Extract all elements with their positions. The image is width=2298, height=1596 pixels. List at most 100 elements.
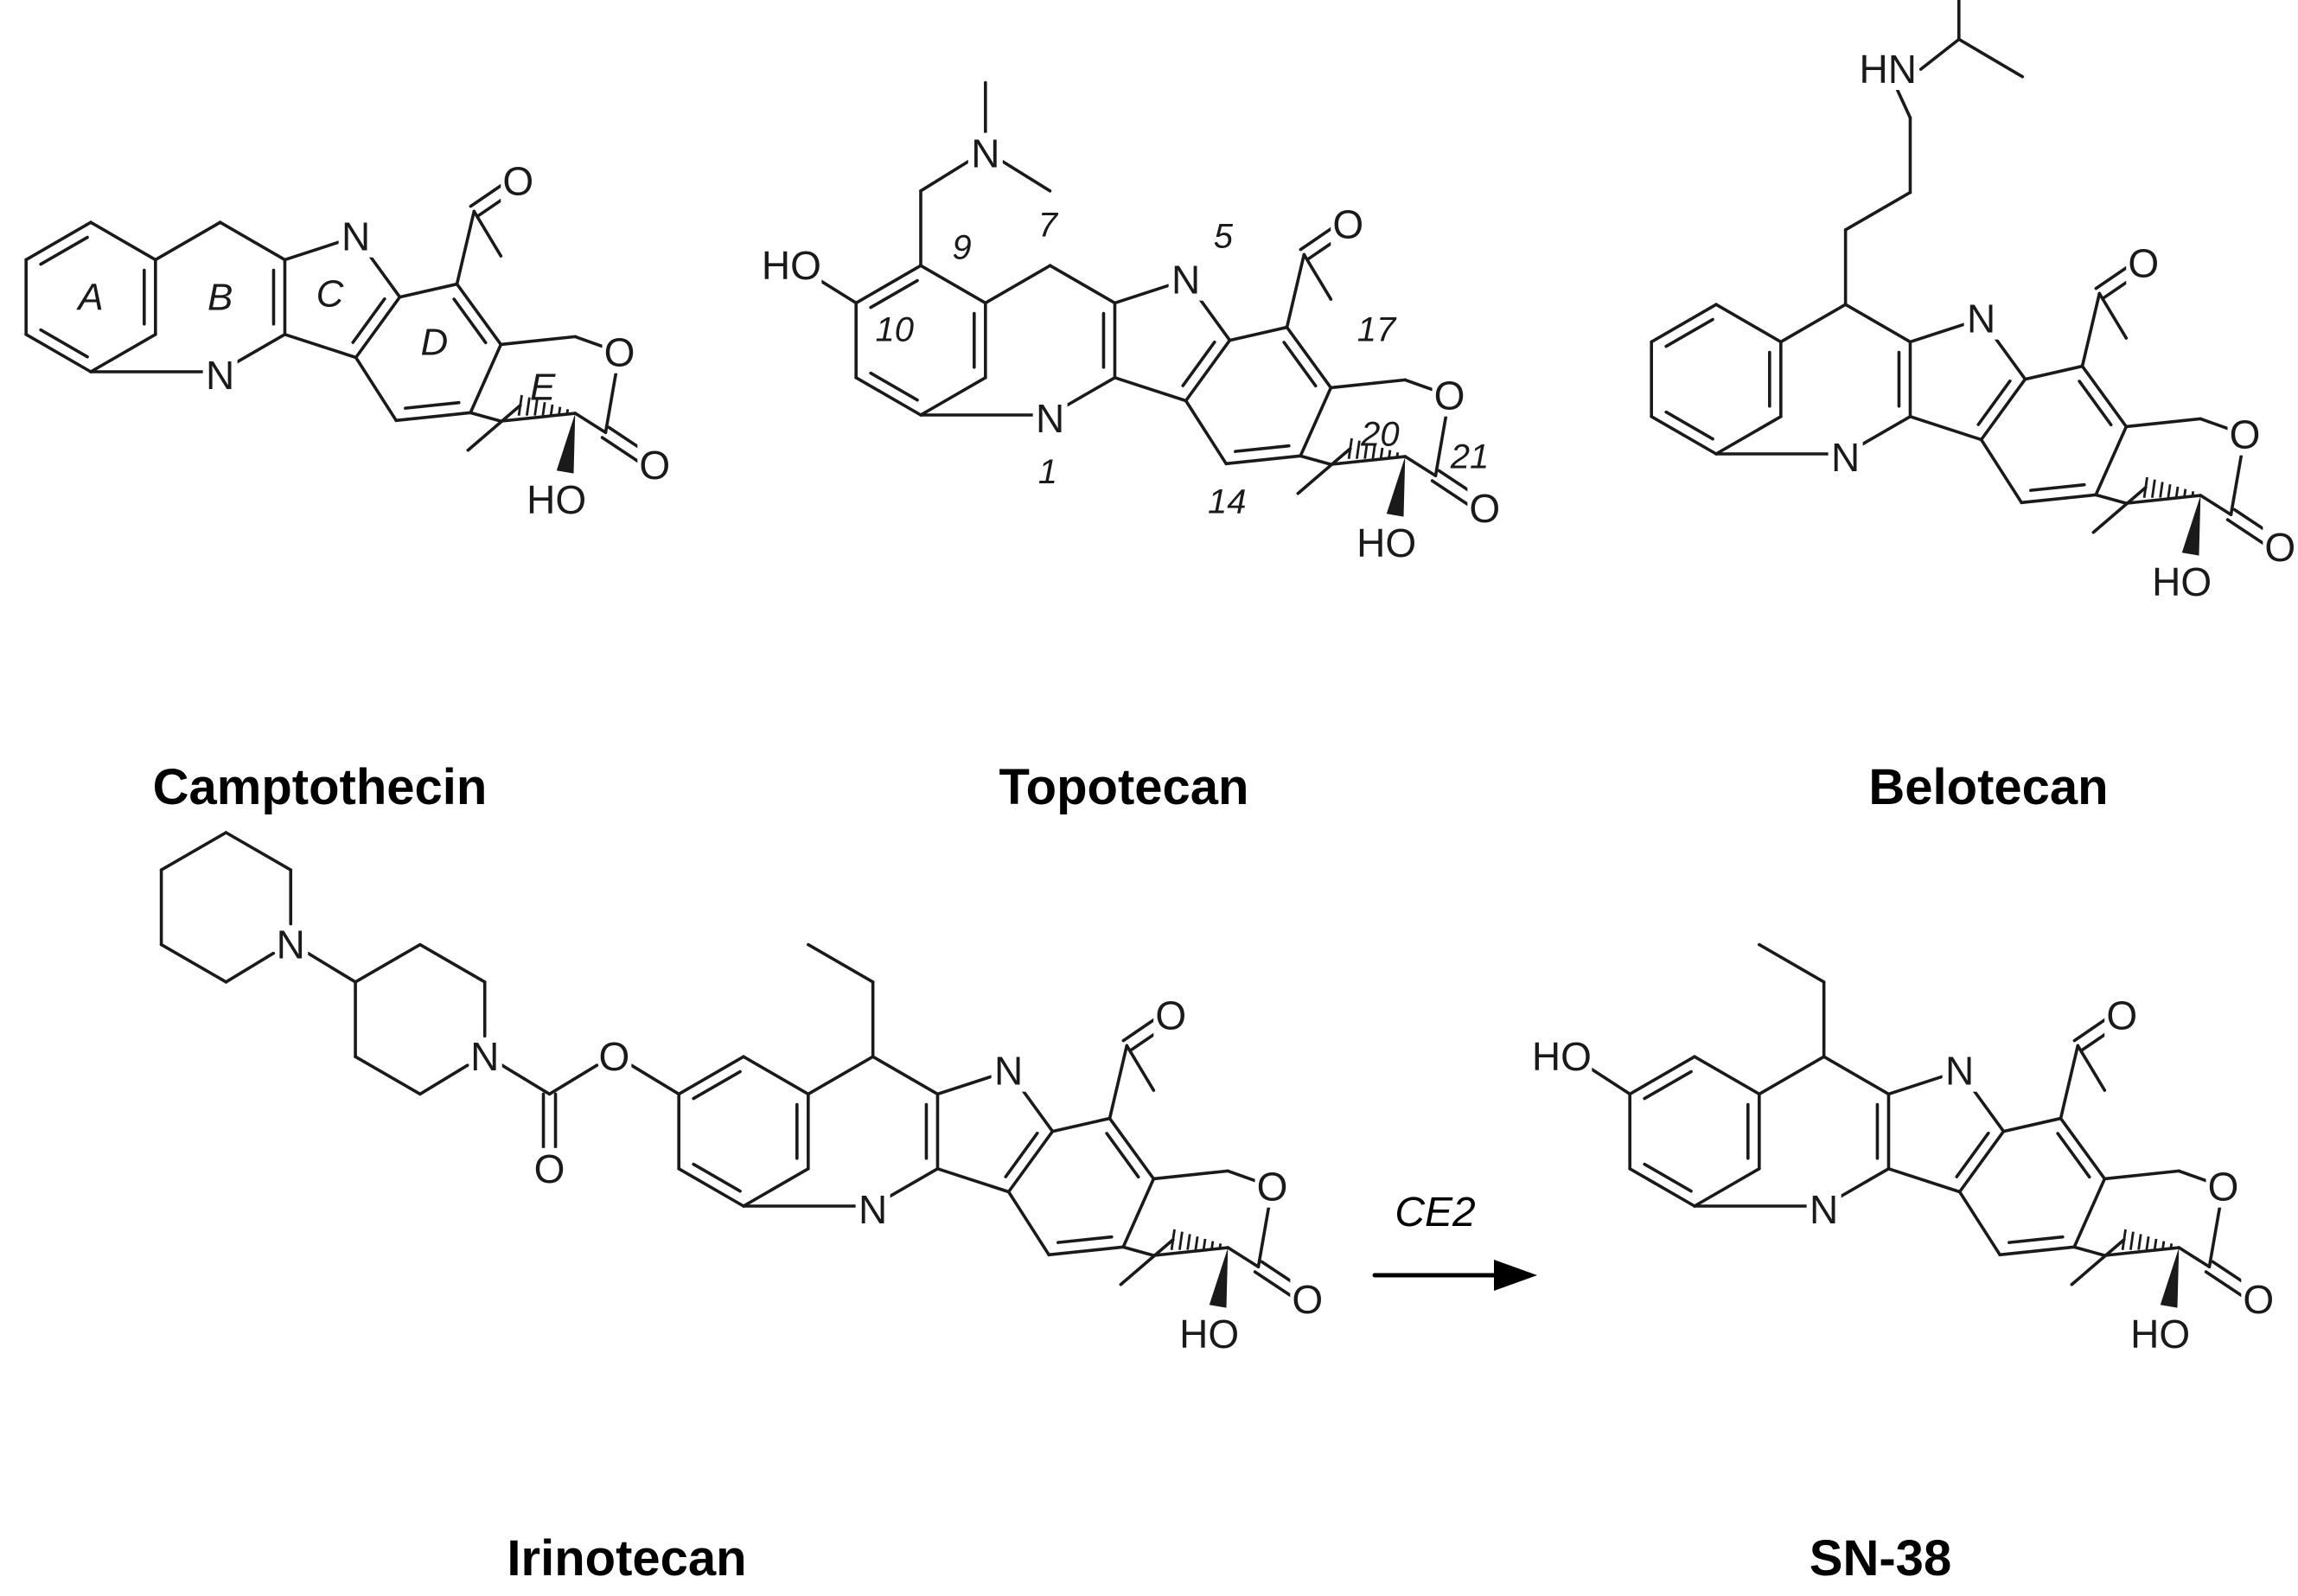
bond [677, 1055, 745, 1096]
bond [1329, 455, 1408, 466]
bond [1047, 1245, 1125, 1257]
bond [1108, 1044, 1129, 1120]
bond [814, 276, 858, 305]
bond [1650, 303, 1718, 344]
bond [2080, 291, 2102, 368]
stereo-hash-bond [2159, 482, 2164, 498]
bond [1152, 1169, 1230, 1181]
bond [1918, 37, 1961, 71]
oxygen-atom: O [639, 443, 670, 488]
bond [1184, 399, 1229, 466]
stereo-hash-bond [1388, 450, 1392, 459]
nitrogen-atom: N [277, 922, 305, 967]
oxygen-atom: O [598, 1034, 629, 1079]
stereo-hash-bond [549, 404, 554, 416]
bond [1282, 341, 1318, 388]
bond [469, 342, 503, 415]
oxygen-atom: O [1332, 202, 1363, 247]
bond [39, 328, 89, 359]
nitrogen-atom: N [1945, 1049, 1974, 1094]
bond [1650, 414, 1718, 456]
atom-label-background [501, 160, 536, 202]
stereo-hash-bond [2167, 483, 2172, 498]
bond [1403, 455, 1438, 478]
bond [39, 235, 89, 266]
bond [2008, 1235, 2065, 1244]
atom-label-background [2205, 1165, 2241, 1208]
oxygen-atom: O [502, 159, 533, 204]
bond [1955, 1131, 1990, 1178]
bond [742, 1055, 810, 1096]
bond [1299, 454, 1333, 466]
bond [2097, 291, 2129, 340]
oxygen-atom: O [2243, 1277, 2274, 1322]
nitrogen-atom: N [470, 1034, 499, 1079]
atom-label-background [1857, 48, 1918, 91]
bond [1228, 325, 1289, 342]
bond [1628, 1167, 1696, 1208]
position-number: 21 [1450, 438, 1490, 476]
bond [1908, 414, 1983, 442]
bond [404, 400, 461, 410]
atom-label-background [637, 444, 673, 486]
oxygen-atom: O [1257, 1165, 1288, 1210]
atom-label-background [2241, 1279, 2276, 1320]
bond [1285, 325, 1333, 390]
bond [2078, 380, 2113, 427]
atom-label-background [1432, 374, 1467, 417]
atom-label-background [597, 1036, 632, 1078]
atom-label-background [855, 1189, 890, 1230]
atom-label-background [2104, 994, 2140, 1037]
bond [2023, 364, 2084, 381]
bond [854, 375, 922, 417]
bond [2029, 482, 2086, 492]
stereo-hash-bond [565, 409, 570, 416]
nitrogen-atom: N [859, 1187, 887, 1232]
stereo-hash-bond [1186, 1234, 1191, 1250]
bond [1302, 252, 1333, 301]
atom-label-background [1531, 1036, 1593, 1078]
atom-label-background [967, 132, 1003, 175]
bond [871, 1055, 940, 1096]
hydroxyl-group: HO [2130, 1312, 2190, 1357]
stereo-hash-bond [533, 399, 539, 416]
oxygen-atom: O [2208, 1165, 2239, 1210]
atom-label-background [532, 1147, 567, 1190]
atom-label-background [1032, 398, 1068, 439]
bond [398, 282, 459, 299]
ring-label: A [75, 277, 103, 319]
bond [1048, 264, 1117, 305]
stereo-wedge-bond [1386, 456, 1406, 517]
atom-label-background [991, 1050, 1026, 1092]
bond [499, 335, 578, 347]
stereo-hash-bond [2183, 488, 2187, 498]
bond [1296, 447, 1352, 495]
oxygen-atom: O [2106, 993, 2137, 1038]
position-number: 10 [876, 311, 915, 349]
bond [218, 220, 287, 262]
bond [452, 297, 488, 345]
bond [354, 295, 402, 360]
bond [159, 942, 228, 984]
bond [2124, 494, 2203, 505]
atom-label-background [526, 478, 587, 520]
atom-label-background [1153, 994, 1189, 1037]
atom-label-background [2263, 527, 2298, 568]
atom-label-background [761, 245, 822, 287]
bond [984, 264, 1052, 305]
ring-label: E [530, 366, 556, 408]
bond [1056, 1235, 1114, 1244]
bond [418, 1063, 469, 1096]
bond [1628, 1055, 1696, 1096]
atom-label-background [273, 923, 309, 966]
stereo-hash-bond [1194, 1235, 1199, 1250]
nitrogen-atom: N [342, 214, 370, 259]
bond [1976, 379, 2012, 426]
bond [1714, 414, 1783, 456]
